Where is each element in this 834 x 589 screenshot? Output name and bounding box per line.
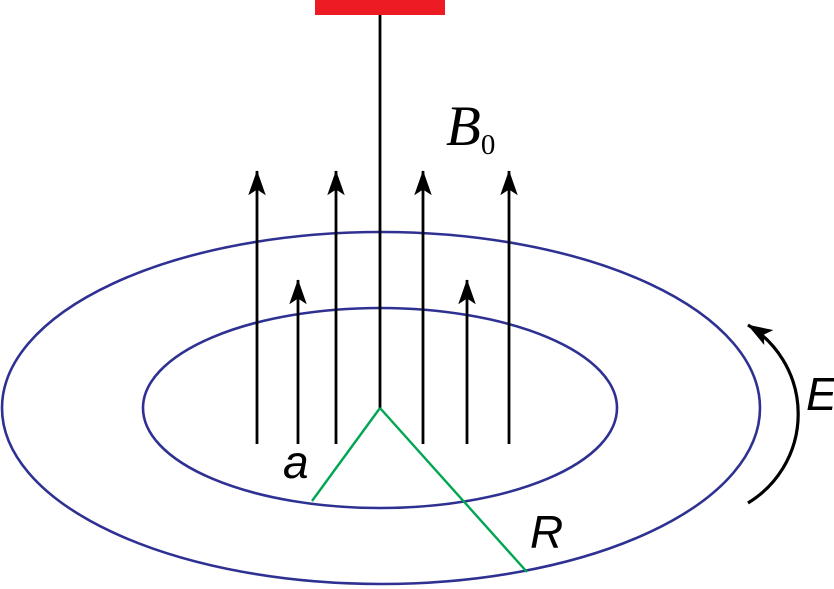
- label-b0-base: B: [446, 95, 481, 158]
- label-a: a: [283, 436, 309, 488]
- support-bar: [315, 0, 445, 15]
- radius-a-line: [311, 407, 381, 502]
- e-field-curved-arrow: [747, 323, 800, 505]
- label-R: R: [530, 506, 563, 558]
- label-b0: B0: [446, 95, 495, 161]
- label-b0-subscript: 0: [481, 129, 496, 161]
- magnetic-field-arrows: [248, 170, 518, 444]
- radius-R-line: [379, 407, 528, 573]
- label-E: E: [806, 368, 834, 420]
